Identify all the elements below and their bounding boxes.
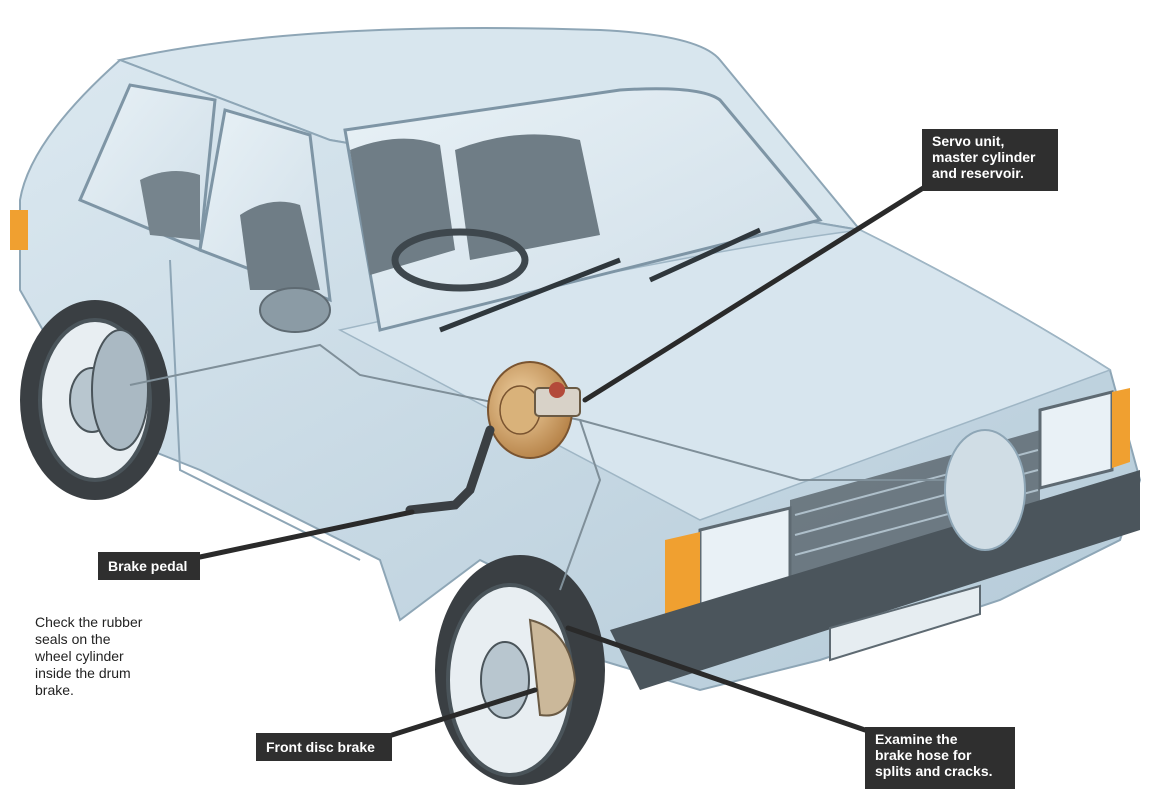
leader-brake-hose: [565, 625, 868, 733]
rear-wheel-drum-brake: [38, 318, 152, 482]
callout-front-disc-brake: Front disc brake: [256, 733, 392, 761]
callout-brake-hose: Examine the brake hose for splits and cr…: [865, 727, 1015, 789]
servo-unit-master-cylinder: [487, 361, 581, 459]
leader-lines: [197, 182, 931, 738]
leader-brake-pedal: [197, 509, 415, 560]
front-wheel-disc-brake: [446, 583, 577, 777]
callout-servo-unit: Servo unit, master cylinder and reservoi…: [922, 129, 1058, 191]
brake-pedal-part: [405, 425, 495, 515]
leader-front-disc: [389, 687, 538, 738]
leader-servo: [582, 182, 931, 403]
callout-brake-pedal: Brake pedal: [98, 552, 200, 580]
brake-lines: [129, 343, 1026, 591]
drum-brake-note: Check the rubber seals on the wheel cyli…: [35, 614, 143, 698]
